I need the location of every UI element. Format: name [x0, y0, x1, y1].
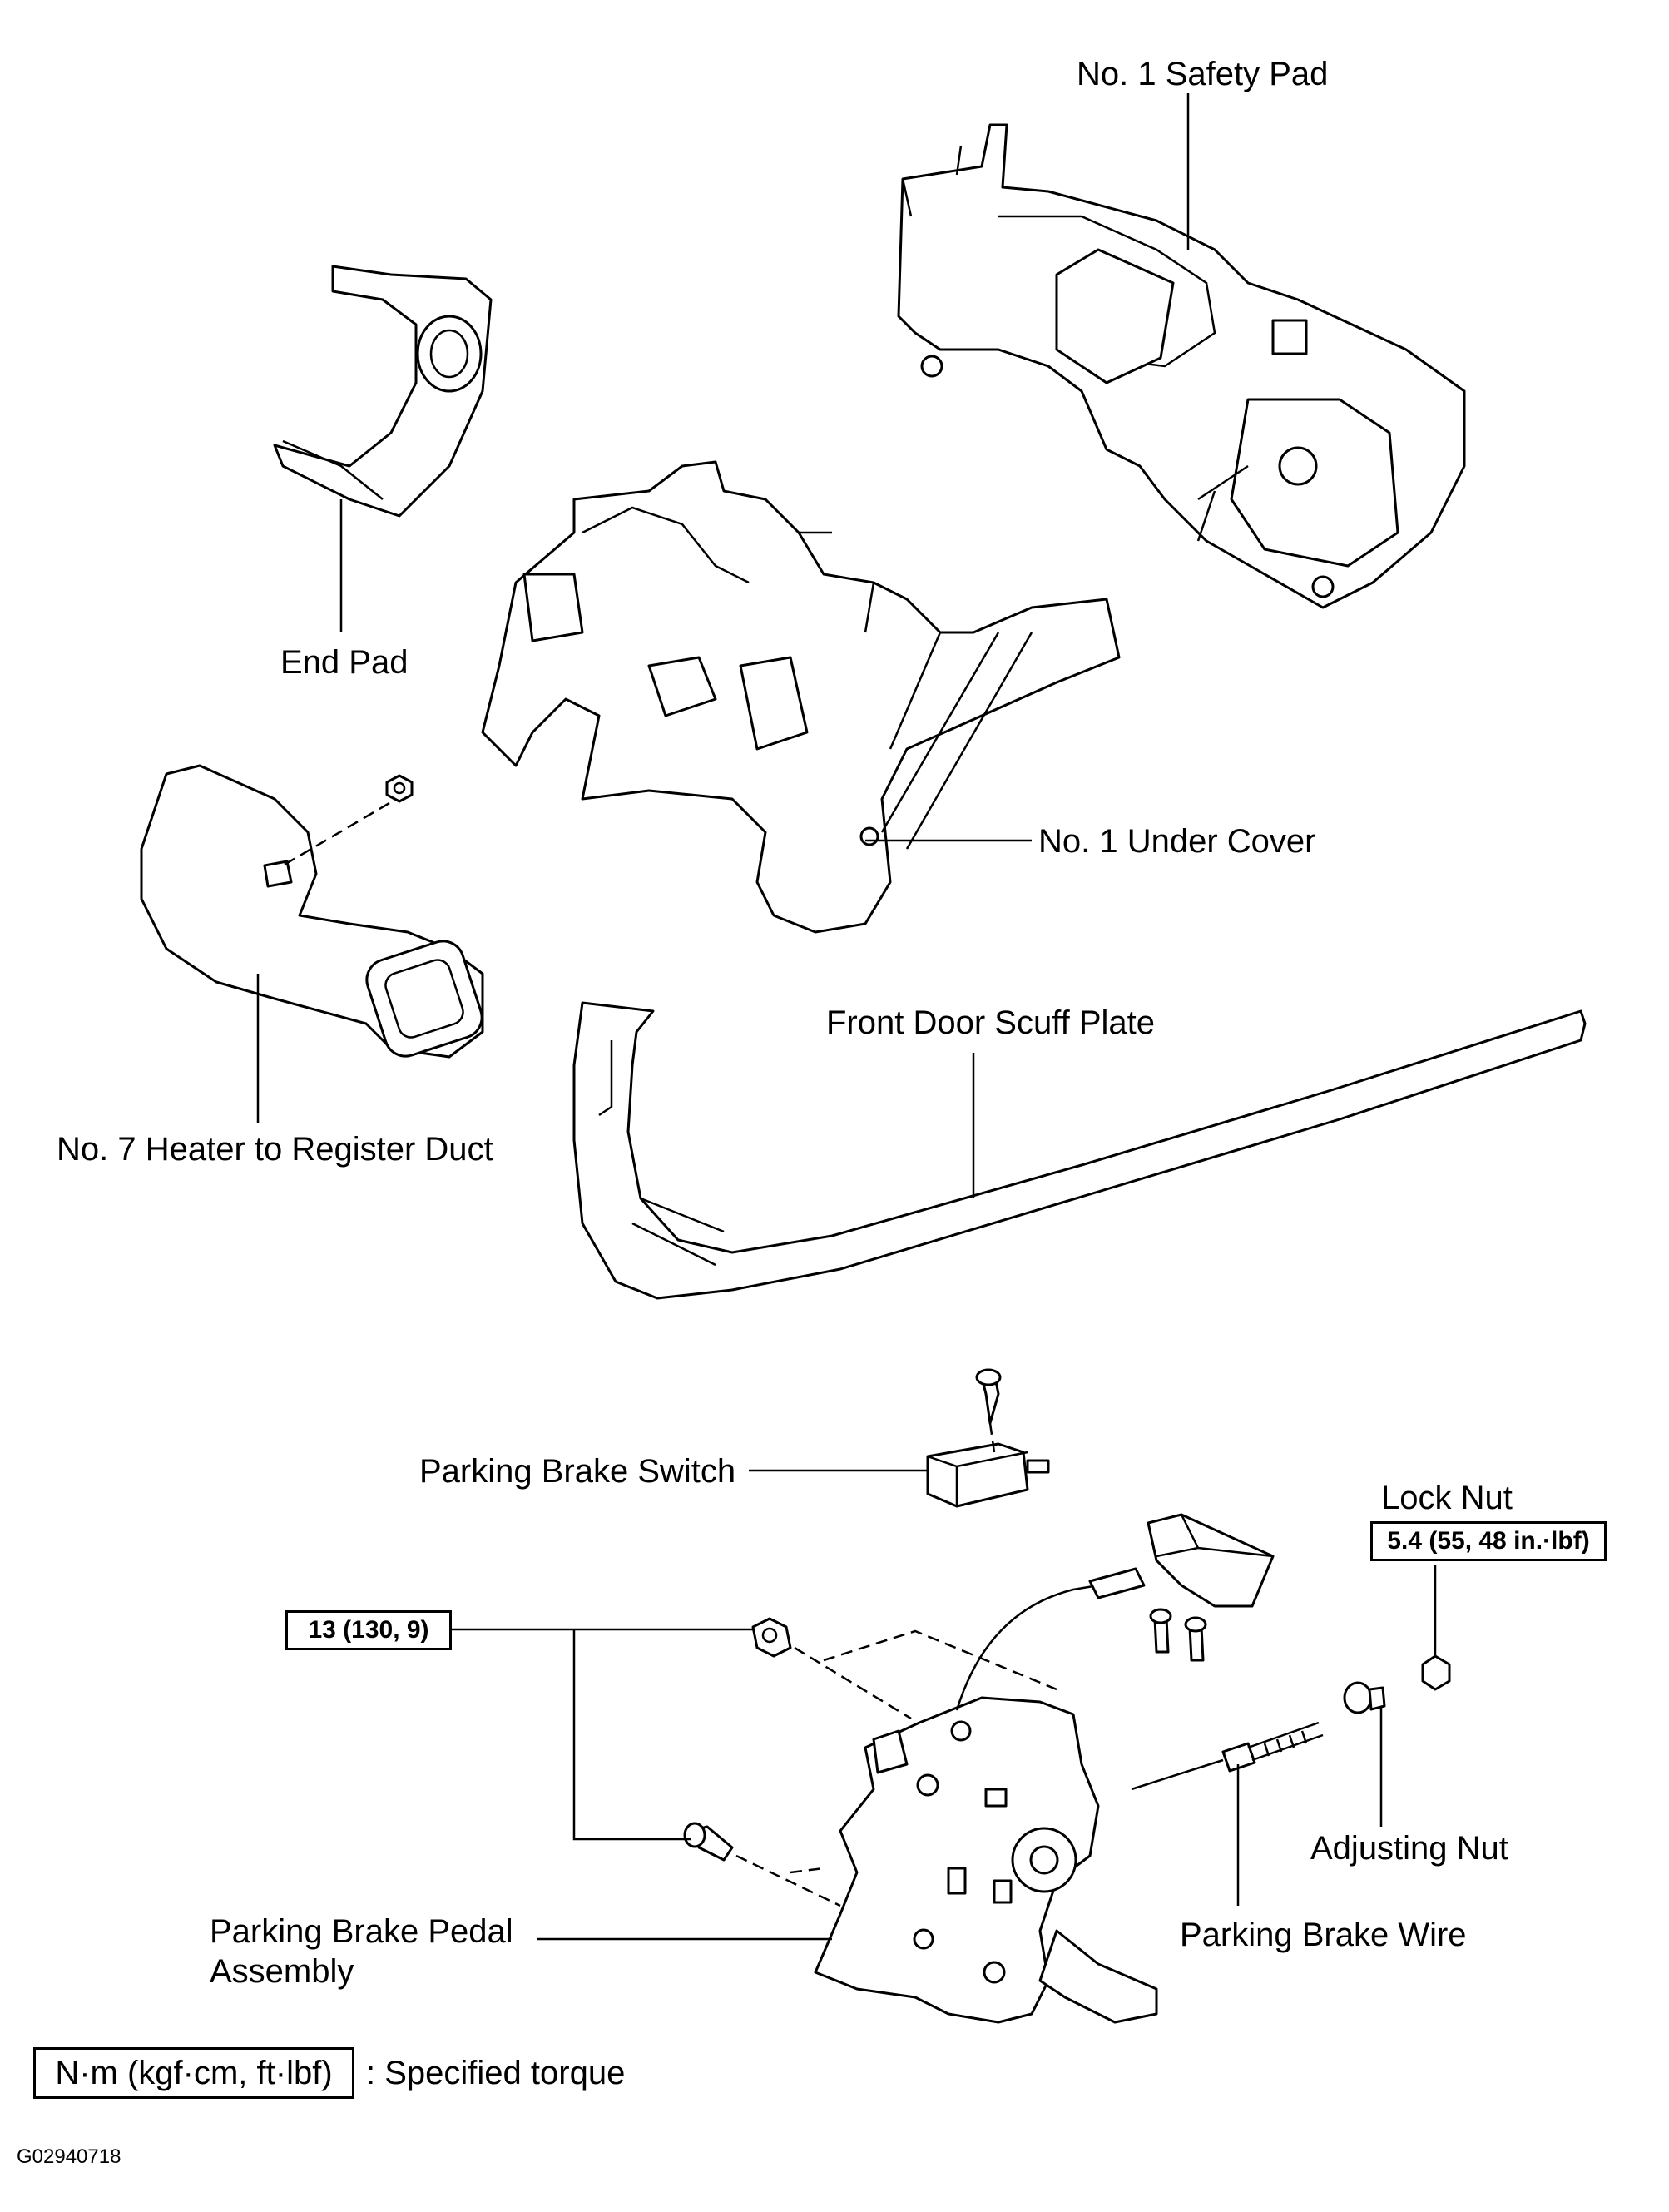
legend-meaning: : Specified torque [366, 2055, 626, 2091]
legend-unit-box: N·m (kgf·cm, ft·lbf) [33, 2047, 354, 2099]
leader-torque-13 [452, 1628, 753, 1841]
parking-brake-pedal-part [814, 1696, 1158, 2024]
bracket-bolt-2 [1184, 1616, 1207, 1662]
label-pedal-assembly-line1: Parking Brake Pedal [210, 1913, 513, 1950]
label-end-pad: End Pad [280, 644, 409, 681]
pedal-lower-bolt [683, 1822, 734, 1862]
scuff-plate-part [572, 1001, 1587, 1300]
label-adjusting-nut: Adjusting Nut [1310, 1830, 1508, 1867]
parking-brake-wire-part [1131, 1721, 1324, 1791]
safety-pad-part [897, 123, 1466, 609]
pedal-upper-nut [751, 1617, 792, 1658]
cable-bracket-part [1088, 1513, 1275, 1608]
lower-bolt-dashline [735, 1854, 841, 1907]
torque-box-pedal-bolts: 13 (130, 9) [285, 1610, 452, 1650]
under-cover-part [481, 460, 1121, 934]
switch-screw-dashline [988, 1422, 996, 1453]
duct-nut [385, 774, 414, 803]
pedal-cable [955, 1584, 1099, 1711]
adjusting-nut-part [1343, 1681, 1386, 1714]
label-heater-duct: No. 7 Heater to Register Duct [57, 1131, 493, 1168]
figure-code: G02940718 [17, 2145, 121, 2168]
label-under-cover: No. 1 Under Cover [1038, 823, 1316, 860]
lock-nut-part [1421, 1654, 1451, 1691]
parking-brake-switch-part [926, 1368, 1050, 1508]
bracket-bolt-1 [1149, 1608, 1172, 1654]
label-lock-nut: Lock Nut [1381, 1480, 1513, 1516]
label-pedal-assembly-line2: Assembly [210, 1953, 354, 1990]
label-scuff-plate: Front Door Scuff Plate [826, 1004, 1155, 1041]
label-safety-pad: No. 1 Safety Pad [1077, 56, 1329, 92]
torque-box-lock-nut: 5.4 (55, 48 in.·lbf) [1370, 1521, 1607, 1561]
label-brake-switch: Parking Brake Switch [419, 1453, 736, 1490]
end-pad-part [273, 265, 493, 518]
upper-nut-dashline [794, 1629, 1057, 1720]
duct-nut-dashline [282, 801, 390, 867]
label-brake-wire: Parking Brake Wire [1180, 1917, 1467, 1953]
heater-duct-part [140, 764, 484, 1059]
